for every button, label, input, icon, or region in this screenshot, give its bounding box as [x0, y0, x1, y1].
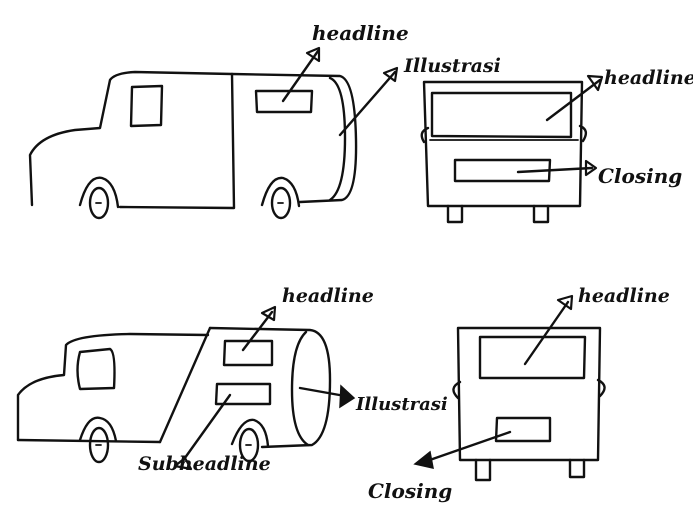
sketch-3-van-side: headline Subheadline Illustrasi	[18, 285, 448, 475]
van-2-closing-label: Closing	[598, 164, 682, 188]
van-3-rear-wheel-arch	[232, 420, 268, 446]
van-3-illustration-label: Illustrasi	[355, 394, 448, 415]
van-2-top-window	[432, 93, 571, 137]
van-3-headline-label: headline	[282, 285, 374, 307]
van-2-right-leg	[534, 206, 548, 222]
van-4-closing-arrowhead	[415, 452, 433, 468]
van-4-plate	[496, 418, 550, 441]
van-1-cargo-back-edge	[330, 78, 345, 200]
van-1-cab-window	[131, 86, 162, 126]
van-3-cargo-front-slant	[160, 328, 210, 442]
van-3-illustration-arrow	[300, 388, 345, 396]
van-3-front-wheel-arch	[80, 418, 116, 441]
van-1-illustration-label: Illustrasi	[403, 55, 501, 77]
van-2-left-leg	[448, 206, 462, 222]
van-4-headline-label: headline	[578, 285, 670, 307]
sketch-2-van-back: headline Closing	[422, 67, 693, 222]
van-4-right-leg	[570, 460, 584, 477]
van-2-headline-arrow	[547, 80, 600, 120]
van-3-subheadline-arrow	[182, 395, 230, 462]
van-4-closing-arrow	[424, 432, 510, 462]
van-4-headline-arrow	[525, 302, 568, 364]
van-1-rear-wheel-arch	[262, 178, 299, 206]
van-4-top-window	[480, 337, 585, 378]
van-2-headline-label: headline	[604, 67, 693, 89]
van-1-illustration-arrowhead	[384, 68, 397, 81]
van-3-headline-arrowhead	[262, 307, 275, 320]
van-3-illustration-arrowhead	[340, 386, 354, 407]
van-4-left-leg	[476, 460, 490, 480]
van-1-illustration-arrow	[340, 72, 395, 135]
van-4-closing-label: Closing	[368, 479, 452, 503]
van-3-headline-arrow	[243, 312, 272, 350]
sketch-1-van-side: headline Illustrasi	[30, 21, 501, 218]
van-3-subheadline-label: Subheadline	[138, 453, 271, 475]
van-2-body	[424, 82, 582, 206]
van-3-cab-window	[78, 349, 115, 389]
van-1-headline-label: headline	[312, 21, 409, 45]
van-3-subheadline-window	[216, 384, 270, 404]
van-1-cargo-box	[232, 74, 356, 202]
